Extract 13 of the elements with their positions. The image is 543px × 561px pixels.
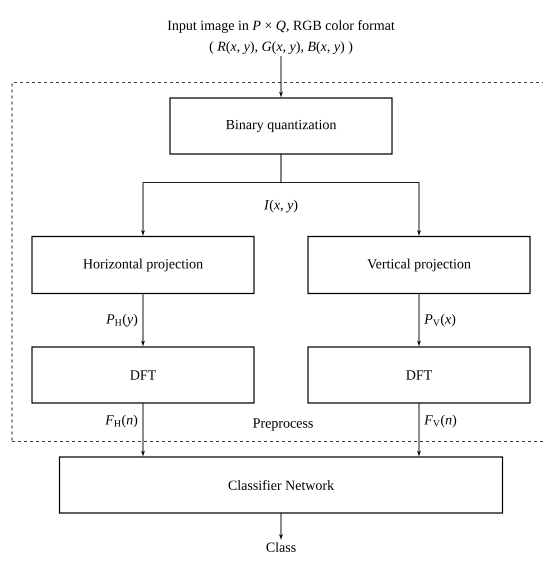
text-label: Class: [266, 542, 296, 552]
process-box: Horizontal projection: [31, 236, 255, 294]
text-label: Input image in P × Q, RGB color format ( R(x, y), G(x, y), B(x, y) ): [168, 20, 395, 54]
edge-label: F$_{V}$(n): [424, 414, 456, 428]
edge-label: I(x, y): [264, 200, 298, 212]
edge-label: P$_{V}$(x): [424, 314, 456, 327]
process-box: Binary quantization: [169, 97, 393, 155]
edge-label: P$_{H}$(y): [106, 314, 138, 327]
edge-label: F$_{H}$(n): [105, 414, 138, 428]
process-box: DFT: [307, 346, 531, 404]
process-box: DFT: [31, 346, 255, 404]
process-box: Vertical projection: [307, 236, 531, 294]
process-box: Classifier Network: [58, 456, 504, 514]
